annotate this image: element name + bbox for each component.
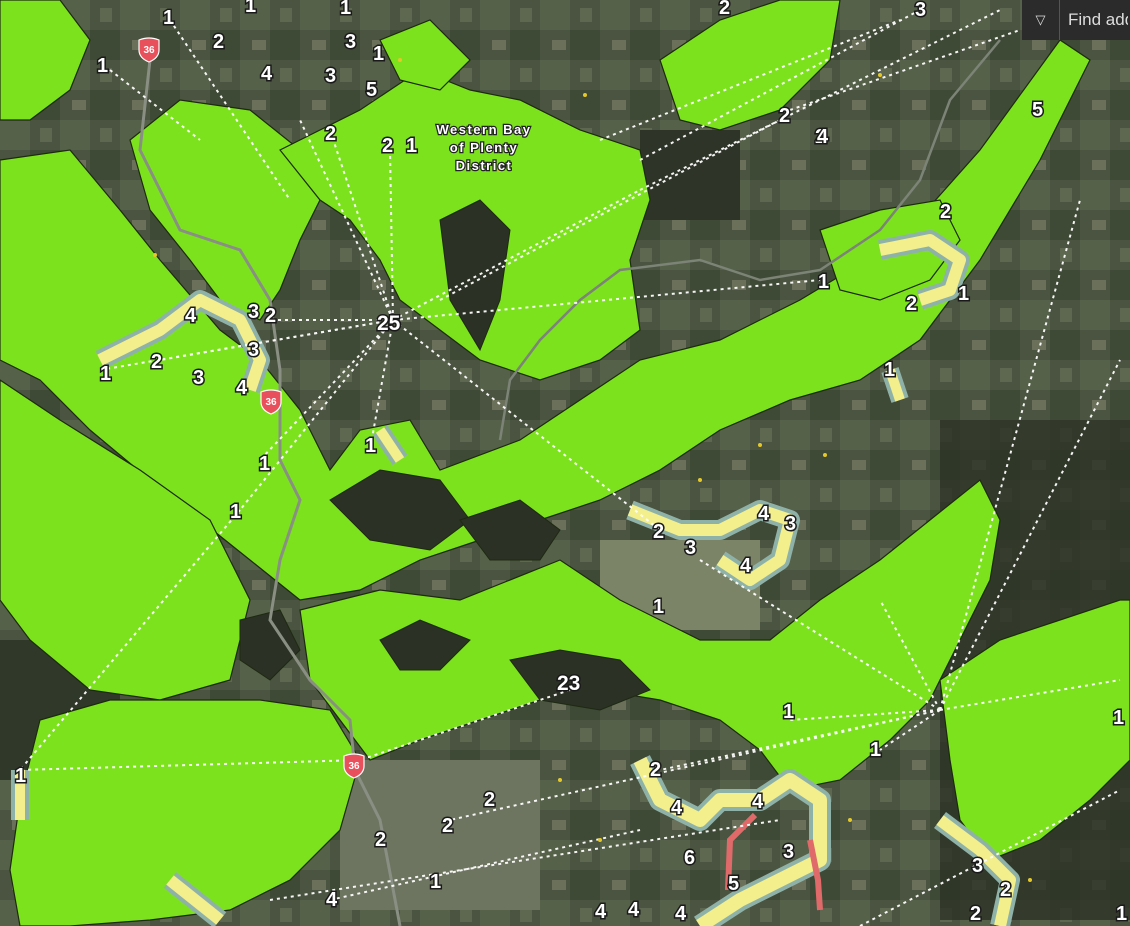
region-label: District bbox=[456, 158, 513, 173]
cluster-label[interactable]: 4 bbox=[184, 304, 199, 329]
cluster-label[interactable]: 1 bbox=[244, 0, 258, 19]
habitat-points bbox=[153, 58, 1032, 882]
cluster-label[interactable]: 1 bbox=[883, 358, 897, 383]
cluster-label[interactable]: 2 bbox=[652, 520, 666, 545]
highway-shield: 36 bbox=[343, 753, 365, 779]
cluster-label[interactable]: 4 bbox=[670, 796, 685, 821]
cluster-label[interactable]: 1 bbox=[372, 42, 386, 67]
cluster-label[interactable]: 2 bbox=[324, 122, 338, 147]
cluster-label[interactable]: 1 bbox=[1112, 706, 1126, 731]
cluster-label[interactable]: 1 bbox=[429, 870, 443, 895]
cluster-label[interactable]: 1 bbox=[99, 362, 113, 387]
cluster-label[interactable]: 3 bbox=[247, 338, 261, 363]
cluster-label[interactable]: 2 bbox=[381, 134, 395, 159]
cluster-label[interactable]: 4 bbox=[674, 902, 689, 926]
cluster-label[interactable]: 2 bbox=[718, 0, 732, 21]
cluster-label[interactable]: 1 bbox=[364, 434, 378, 459]
red-road-segments bbox=[725, 812, 823, 911]
search-input[interactable] bbox=[1060, 9, 1130, 31]
cluster-label[interactable]: 1 bbox=[96, 54, 110, 79]
cluster-label[interactable]: 4 bbox=[816, 125, 831, 150]
forest-holes bbox=[239, 199, 651, 711]
cluster-label[interactable]: 5 bbox=[727, 872, 741, 897]
cluster-label[interactable]: 2 bbox=[999, 878, 1013, 903]
region-label: Western Bay bbox=[436, 122, 531, 137]
cluster-label[interactable]: 3 bbox=[782, 840, 796, 865]
cluster-label[interactable]: 2 bbox=[441, 814, 455, 839]
cluster-label[interactable]: 2 bbox=[814, 125, 828, 150]
cluster-label[interactable]: 1 bbox=[229, 500, 243, 525]
cluster-label[interactable]: 1 bbox=[339, 0, 353, 21]
cluster-label[interactable]: 1 bbox=[652, 595, 666, 620]
cluster-label[interactable]: 2 bbox=[212, 30, 226, 55]
buffer-zones bbox=[11, 230, 1020, 926]
cluster-label[interactable]: 3 bbox=[914, 0, 928, 23]
cluster-label[interactable]: 3 bbox=[684, 536, 698, 561]
farmland-patch bbox=[340, 760, 540, 910]
cluster-label[interactable]: 4 bbox=[757, 502, 772, 527]
cluster-label[interactable]: 2 bbox=[969, 902, 983, 926]
search-widget: ▽ bbox=[1022, 0, 1130, 40]
cluster-label[interactable]: 1 bbox=[258, 452, 272, 477]
cluster-label[interactable]: 3 bbox=[192, 366, 206, 391]
dark-forest-patch bbox=[640, 130, 740, 220]
highway-36-road bbox=[138, 59, 402, 926]
cluster-label[interactable]: 4 bbox=[751, 790, 766, 815]
cluster-label[interactable]: 3 bbox=[971, 854, 985, 879]
cluster-label[interactable]: 1 bbox=[869, 738, 883, 763]
cluster-label[interactable]: 23 bbox=[556, 671, 582, 697]
cluster-label[interactable]: 4 bbox=[235, 376, 250, 401]
cluster-label[interactable]: 4 bbox=[627, 898, 642, 923]
cluster-label[interactable]: 3 bbox=[324, 64, 338, 89]
cluster-label[interactable]: 3 bbox=[784, 512, 798, 537]
cluster-label[interactable]: 1 bbox=[162, 6, 176, 31]
cluster-label[interactable]: 2 bbox=[374, 828, 388, 853]
secondary-road bbox=[498, 39, 1001, 441]
cluster-label[interactable]: 4 bbox=[739, 554, 754, 579]
cluster-label[interactable]: 1 bbox=[405, 134, 419, 159]
cluster-label[interactable]: 1 bbox=[1115, 902, 1129, 926]
cluster-label[interactable]: 4 bbox=[594, 900, 609, 925]
cluster-label[interactable]: 2 bbox=[905, 292, 919, 317]
cluster-label[interactable]: 4 bbox=[260, 62, 275, 87]
cluster-labels: 1 2 1 3 1 1 2 4 3 5 2 2 1 3 25 4 3 2 3 1… bbox=[14, 0, 1129, 926]
triangle-down-icon[interactable]: ▽ bbox=[1022, 0, 1060, 40]
cluster-label[interactable]: 2 bbox=[939, 200, 953, 225]
svg-text:36: 36 bbox=[348, 761, 360, 772]
cluster-label[interactable]: 2 bbox=[778, 104, 792, 129]
cluster-label[interactable]: 2 bbox=[649, 758, 663, 783]
connection-lines bbox=[19, 9, 1121, 926]
cluster-label[interactable]: 1 bbox=[782, 700, 796, 725]
cluster-label[interactable]: 3 bbox=[344, 30, 358, 55]
cluster-label[interactable]: 3 bbox=[247, 300, 261, 325]
cluster-label[interactable]: 1 bbox=[817, 270, 831, 295]
cluster-label[interactable]: 4 bbox=[325, 888, 340, 913]
cluster-label[interactable]: 6 bbox=[683, 846, 697, 871]
cluster-label[interactable]: 5 bbox=[365, 78, 379, 103]
highway-shield: 36 bbox=[260, 389, 282, 415]
cluster-label[interactable]: 2 bbox=[150, 350, 164, 375]
cluster-label[interactable]: 2 bbox=[264, 304, 278, 329]
cluster-label[interactable]: 25 bbox=[376, 311, 403, 337]
cluster-label[interactable]: 2 bbox=[483, 788, 497, 813]
region-label: of Plenty bbox=[450, 140, 518, 155]
cluster-label[interactable]: 5 bbox=[1031, 98, 1045, 123]
svg-text:36: 36 bbox=[265, 397, 277, 408]
svg-text:36: 36 bbox=[143, 45, 155, 56]
highway-shield: 36 bbox=[138, 37, 160, 63]
cluster-label[interactable]: 1 bbox=[14, 764, 28, 789]
cluster-label[interactable]: 1 bbox=[957, 282, 971, 307]
